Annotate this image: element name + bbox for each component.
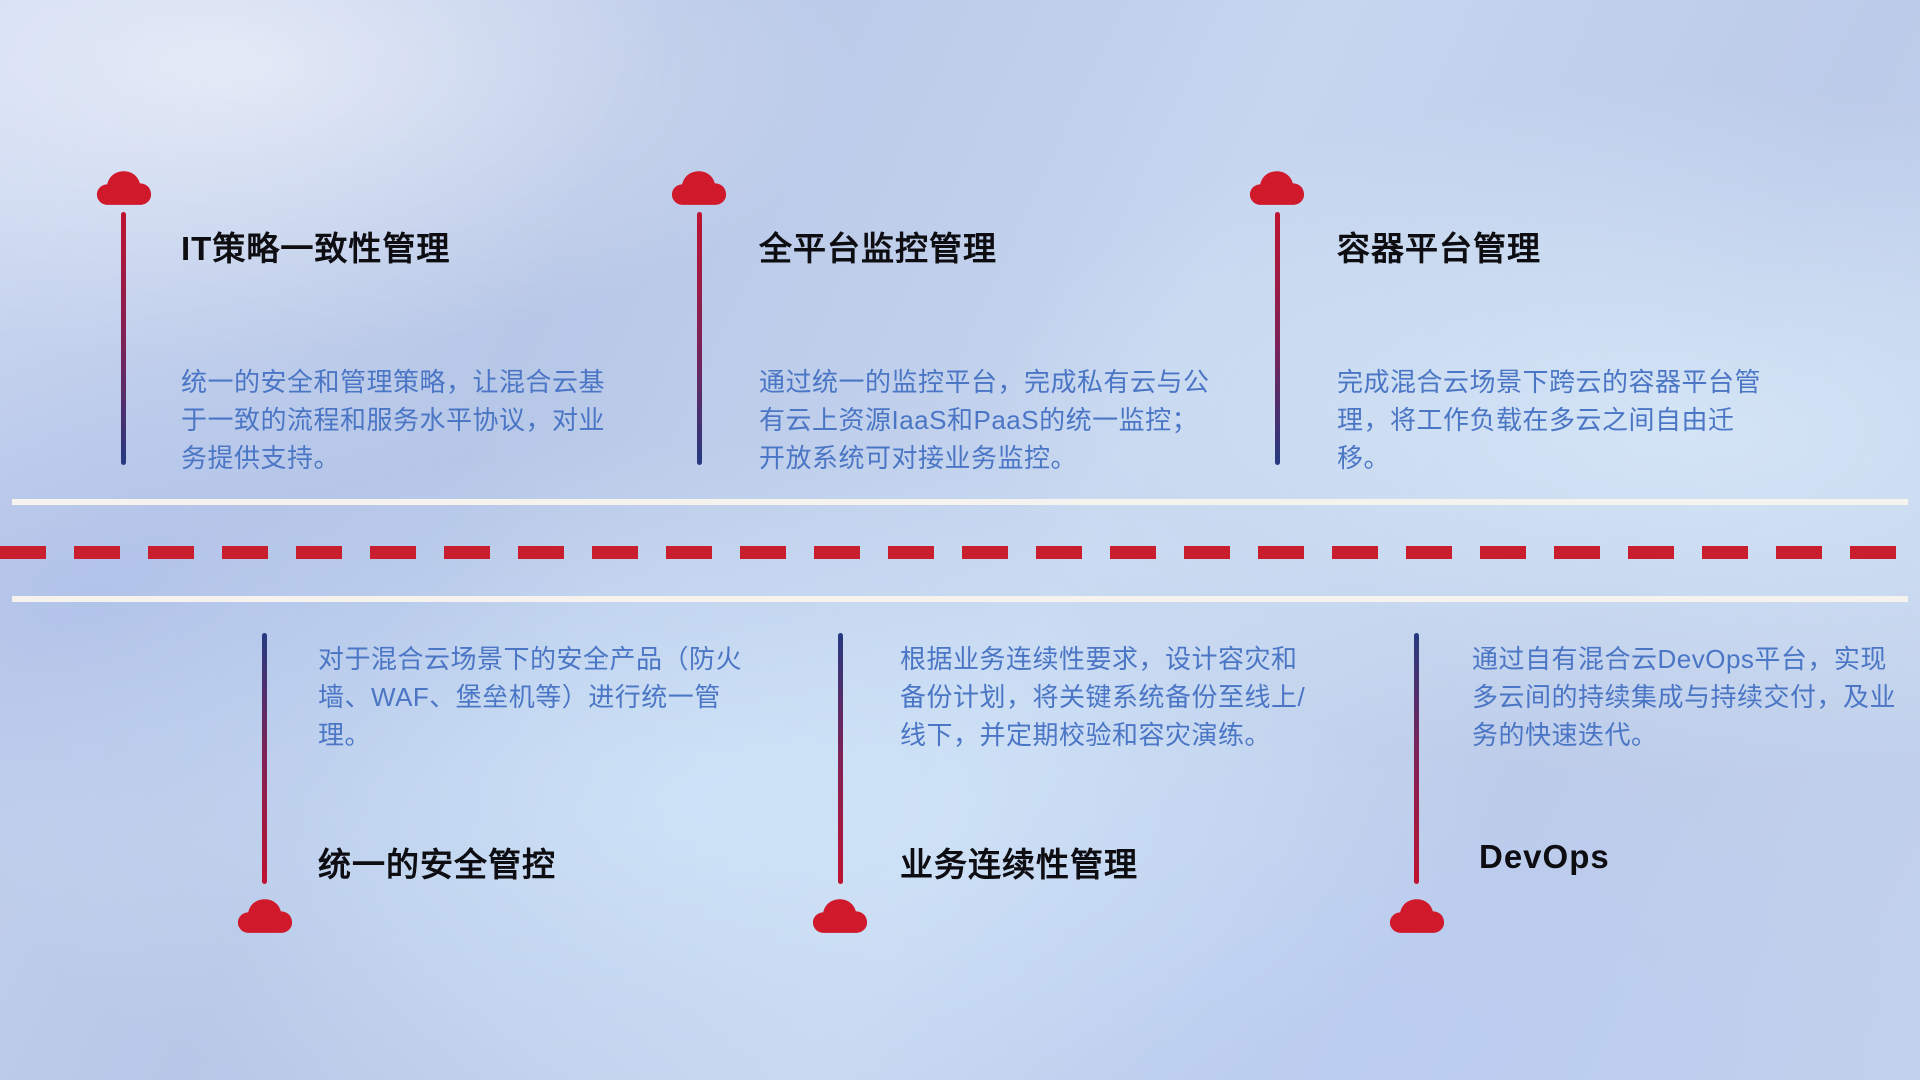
timeline-connector bbox=[262, 633, 267, 884]
milestone-title: 业务连续性管理 bbox=[900, 846, 1138, 883]
milestone-title: 全平台监控管理 bbox=[759, 230, 997, 267]
milestone-description: 通过统一的监控平台，完成私有云与公有云上资源IaaS和PaaS的统一监控；开放系… bbox=[759, 367, 1210, 473]
timeline-connector bbox=[1275, 212, 1280, 465]
cloud-icon bbox=[1249, 170, 1305, 208]
timeline-connector bbox=[121, 212, 126, 465]
milestone-description: 通过自有混合云DevOps平台，实现多云间的持续集成与持续交付，及业务的快速迭代… bbox=[1472, 644, 1897, 750]
cloud-icon bbox=[1389, 898, 1445, 936]
cloud-icon bbox=[812, 898, 868, 936]
cloud-icon bbox=[96, 170, 152, 208]
milestone-title: 统一的安全管控 bbox=[318, 846, 556, 883]
milestone-title: 容器平台管理 bbox=[1337, 230, 1541, 267]
road-line-bottom bbox=[12, 596, 1908, 602]
timeline-connector bbox=[838, 633, 843, 884]
timeline-connector bbox=[697, 212, 702, 465]
milestone-title: IT策略一致性管理 bbox=[181, 230, 451, 267]
timeline-connector bbox=[1414, 633, 1419, 884]
road-dashed-line bbox=[0, 546, 1920, 559]
milestone-description: 对于混合云场景下的安全产品（防火墙、WAF、堡垒机等）进行统一管理。 bbox=[318, 644, 743, 750]
milestone-title: DevOps bbox=[1479, 838, 1610, 875]
cloud-icon bbox=[237, 898, 293, 936]
milestone-description: 统一的安全和管理策略，让混合云基于一致的流程和服务水平协议，对业务提供支持。 bbox=[181, 367, 606, 473]
road-line-top bbox=[12, 499, 1908, 505]
milestone-description: 完成混合云场景下跨云的容器平台管理，将工作负载在多云之间自由迁移。 bbox=[1337, 367, 1762, 473]
milestone-description: 根据业务连续性要求，设计容灾和备份计划，将关键系统备份至线上/线下，并定期校验和… bbox=[900, 644, 1306, 750]
cloud-icon bbox=[671, 170, 727, 208]
